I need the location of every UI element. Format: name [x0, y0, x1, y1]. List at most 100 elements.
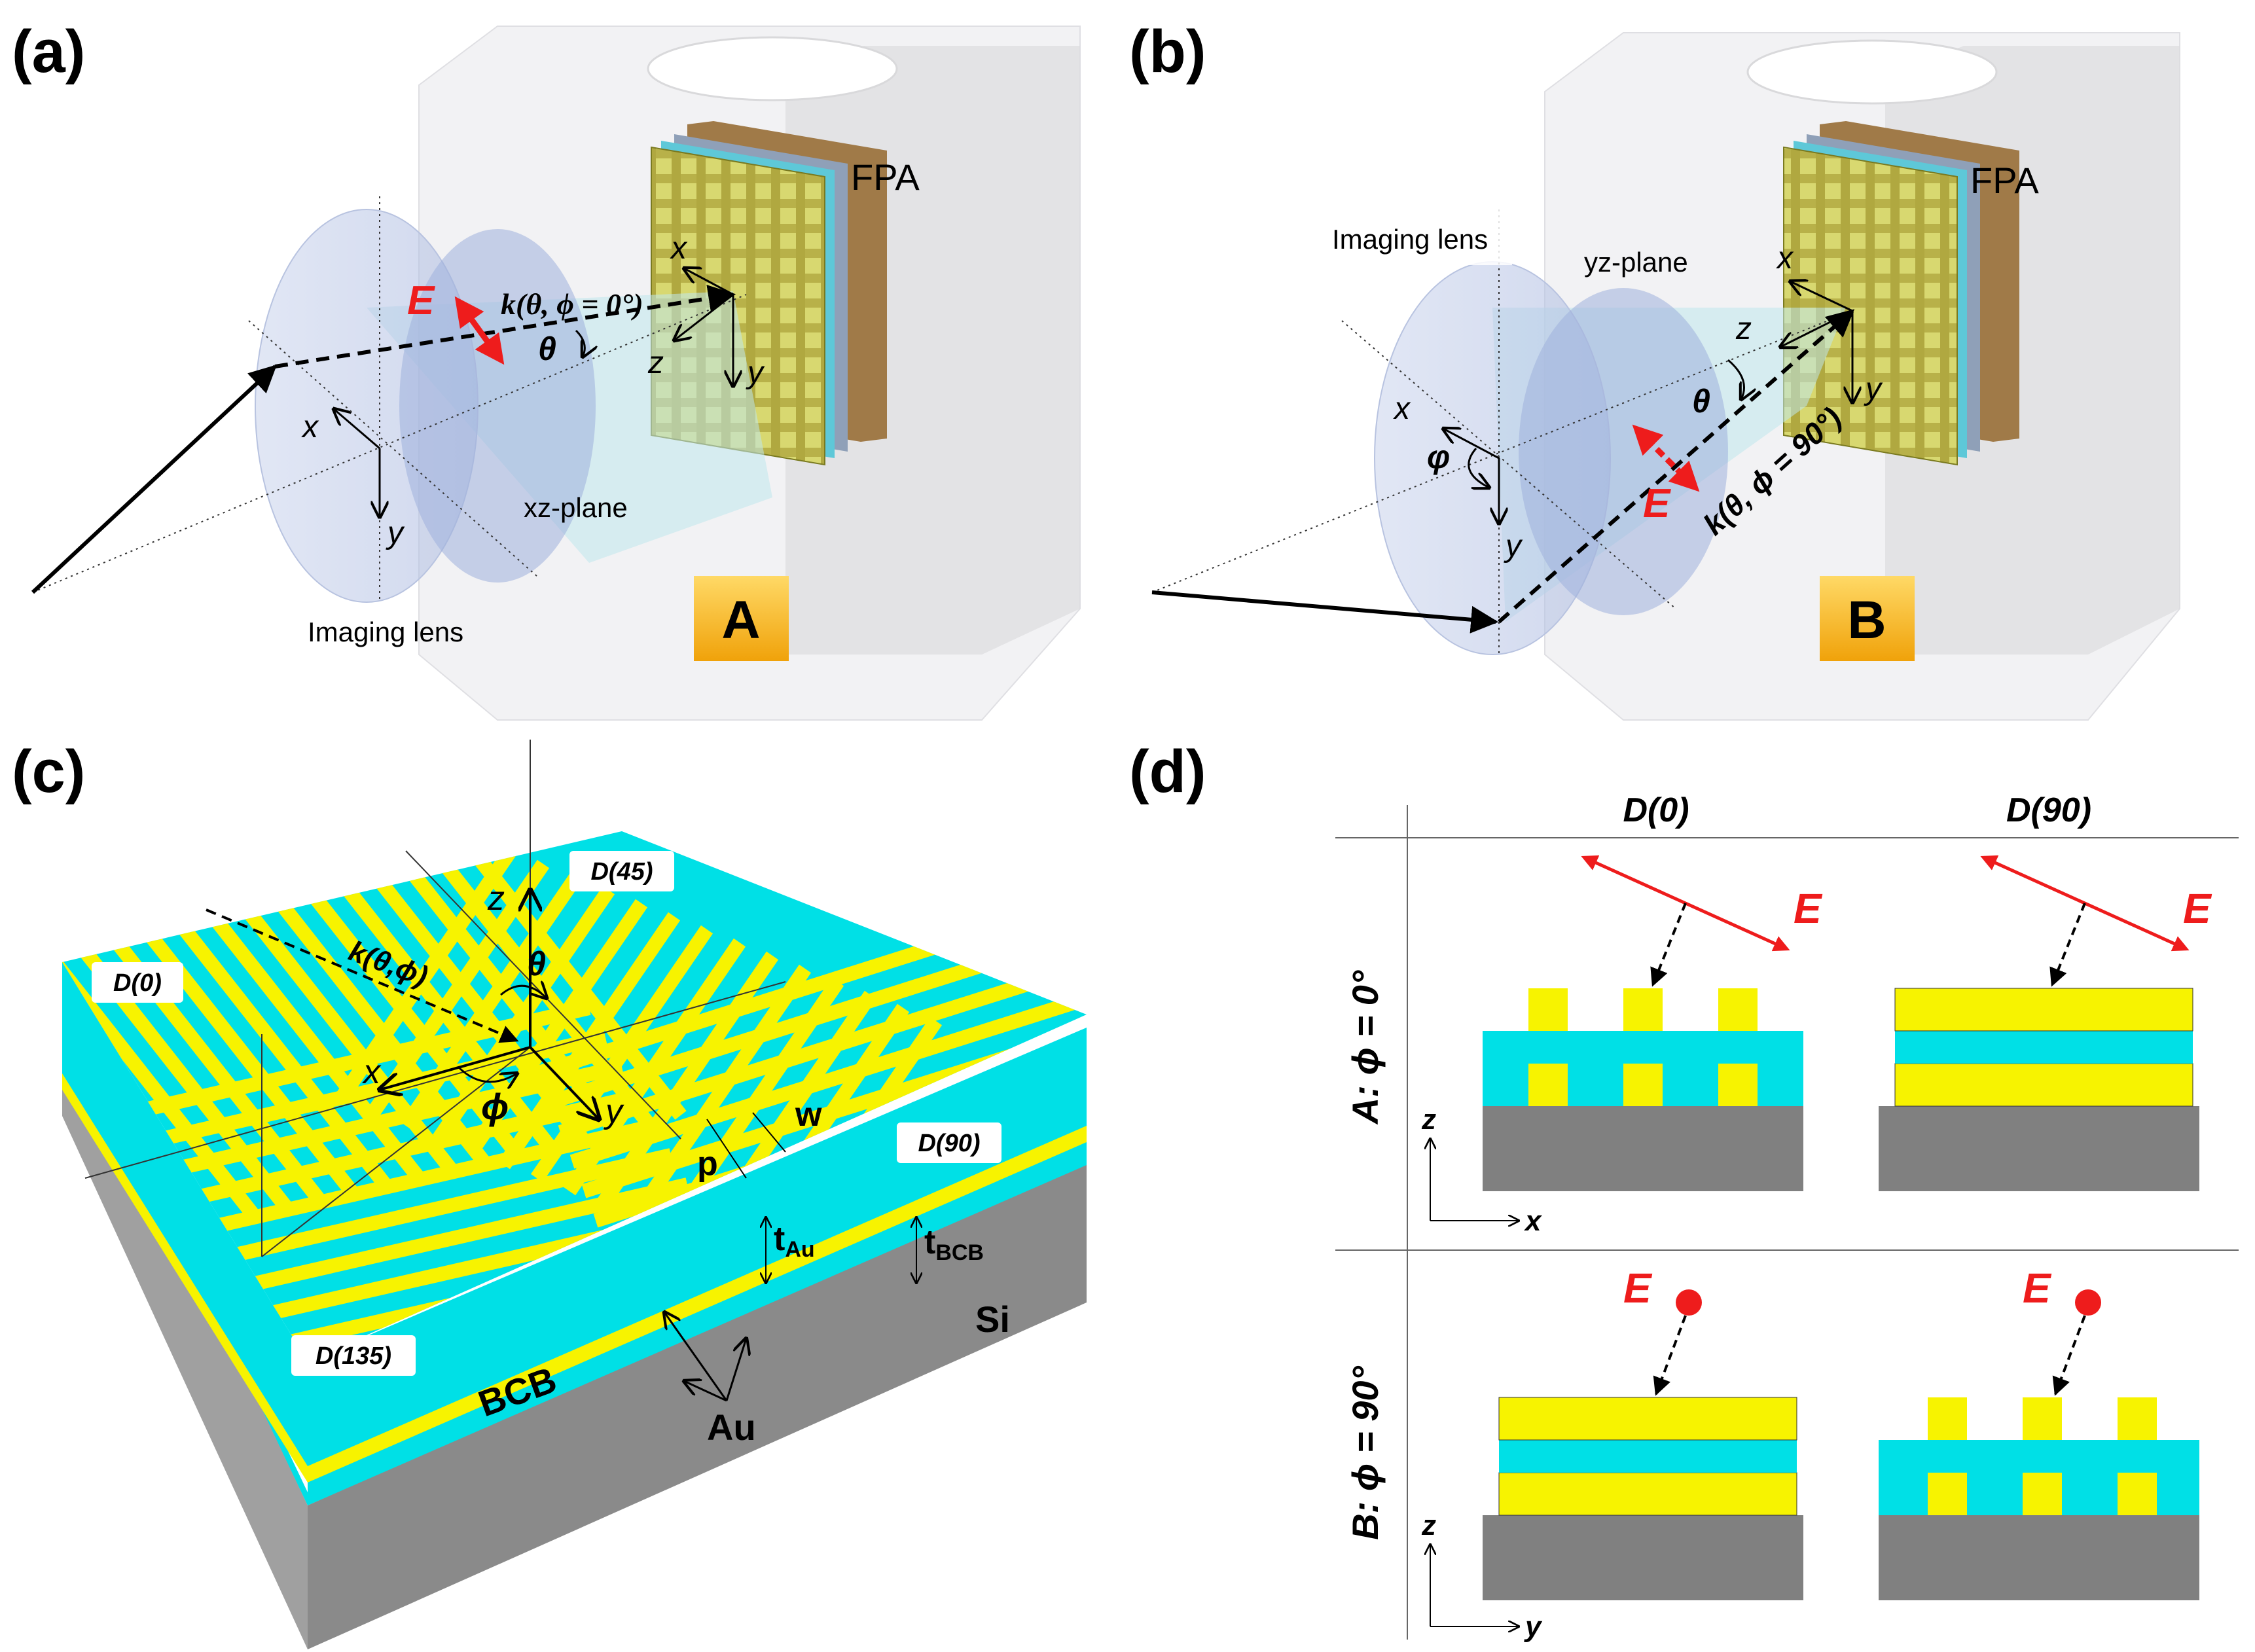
e-label-b-d90: E: [2023, 1265, 2052, 1312]
cross-section-b-d90: [1879, 1397, 2199, 1600]
au-bottom-layer-front: [62, 1073, 308, 1482]
grating-stripe-d45: [367, 859, 550, 1117]
lens-label-a: Imaging lens: [308, 617, 463, 647]
badge-a: A: [694, 576, 789, 661]
lens-axis-y-b: y: [1504, 529, 1523, 564]
e-field-b-d90: E: [2023, 1265, 2101, 1396]
grating-stripe-d0: [164, 907, 392, 1191]
axes-row-a: z x: [1421, 1104, 1542, 1237]
e-label-a-d90: E: [2183, 885, 2212, 932]
e-label-b: E: [1643, 481, 1671, 526]
p-label: p: [697, 1145, 718, 1183]
theta-label-b: θ: [1692, 383, 1710, 420]
phi-arc-b: [1468, 448, 1489, 488]
tbcb-label: tBCB: [924, 1223, 984, 1265]
cross-section-b-d0: [1483, 1397, 1803, 1600]
phi-arc-c: [457, 1066, 517, 1082]
lens-axes-a: x y: [301, 409, 405, 550]
k-vector-c: [206, 908, 519, 1043]
badge-b: B: [1820, 576, 1915, 661]
panel-a-letter: (a): [12, 18, 85, 85]
phi-label-b: φ: [1427, 439, 1450, 475]
grating-stripe-d135: [194, 1119, 657, 1238]
lens-axis-y-a: y: [386, 516, 405, 550]
axis-x-c: x: [361, 1053, 382, 1091]
grating-stripe-d0: [393, 852, 621, 1136]
w-label: w: [795, 1096, 822, 1134]
grating-stripe-d135: [162, 1060, 624, 1179]
fpa-axis-x-a: x: [670, 231, 688, 266]
row-label-a: A: ϕ = 0°: [1344, 970, 1386, 1125]
row-label-b: B: ϕ = 90°: [1344, 1366, 1386, 1540]
panel-c-letter: (c): [12, 738, 85, 805]
panel-c: (c): [12, 738, 1087, 1649]
axis-x-row-a: x: [1524, 1205, 1542, 1237]
theta-label-a: θ: [538, 331, 556, 367]
lens-axis-x-a: x: [301, 410, 319, 444]
si-right-face: [308, 1158, 1087, 1649]
fpa-axes-b: x z y: [1735, 241, 1883, 406]
axis-y-row-b: y: [1524, 1611, 1543, 1643]
grating-stripe-d45: [399, 872, 583, 1130]
col-header-d0: D(0): [1623, 791, 1689, 829]
region-d0-label: D(0): [113, 969, 162, 997]
region-d135-label: D(135): [316, 1342, 391, 1370]
e-field-a-d90: E: [1980, 855, 2212, 987]
panel-b: (b) FPA E k(θ, ϕ = 90°) θ: [1129, 18, 2180, 721]
panel-d-letter: (d): [1129, 738, 1206, 805]
material-si: Si: [975, 1299, 1010, 1340]
grating-stripe-d0: [197, 899, 425, 1183]
fpa-b: FPA: [1783, 121, 2039, 466]
col-header-d90: D(90): [2006, 791, 2091, 829]
lens-label-bg-b: [1316, 209, 1512, 265]
e-field-b-d0: E: [1623, 1265, 1702, 1396]
region-d90: D(90): [897, 1122, 1001, 1163]
cross-section-a-d0: [1483, 988, 1803, 1191]
axis-z-row-a: z: [1421, 1104, 1436, 1136]
grating-stripe-d45: [465, 899, 648, 1157]
e-label-a-d0: E: [1794, 885, 1823, 932]
material-au: Au: [707, 1407, 756, 1448]
phi-label-c: ϕ: [481, 1086, 509, 1127]
badge-b-label: B: [1847, 590, 1886, 650]
fpa-label-a: FPA: [851, 156, 920, 198]
fpa-axis-y-b: y: [1864, 372, 1883, 406]
theta-arc-b: [1727, 359, 1744, 399]
grating-stripe-d90: [558, 955, 1087, 1140]
fpa-axis-y-a: y: [746, 355, 765, 390]
e-label-a: E: [407, 278, 435, 323]
au-callout: Au: [664, 1312, 756, 1448]
region-d90-label: D(90): [918, 1130, 980, 1157]
e-field-a-d0: E: [1581, 855, 1823, 987]
region-labels-c: D(0) D(45) D(90) D(135): [92, 851, 1001, 1376]
grating-stripe-d45: [628, 964, 812, 1222]
panel-b-letter: (b): [1129, 18, 1206, 85]
panel-a: (a) FPA E k(θ, ϕ = 0°) θ: [12, 18, 1081, 721]
plane-label-b: yz-plane: [1584, 247, 1688, 278]
tau-label: tAu: [774, 1220, 815, 1262]
bcb-front-layer: [62, 962, 308, 1479]
grating-stripe-d135: [178, 1089, 640, 1208]
optical-axis-b: [1151, 310, 1853, 593]
plane-label-a: xz-plane: [524, 492, 628, 523]
incident-ray-b: [1151, 590, 1499, 634]
badge-a-label: A: [721, 590, 760, 650]
au-bottom-layer-right: [308, 1126, 1087, 1482]
theta-arc-c: [500, 986, 547, 998]
k-label-a: k(θ, ϕ = 0°): [501, 287, 643, 321]
lens-label-b: Imaging lens: [1332, 224, 1488, 255]
region-d45-label: D(45): [590, 858, 653, 886]
theta-label-c: θ: [527, 945, 546, 983]
fpa-axis-x-b: x: [1776, 241, 1794, 276]
e-field-arrow-a: [454, 296, 505, 365]
axis-z-row-b: z: [1421, 1509, 1436, 1541]
grating-stripe-d135: [211, 1148, 673, 1267]
region-d45: D(45): [569, 851, 674, 891]
grating-stripe-d90: [569, 984, 1087, 1169]
e-label-b-d0: E: [1623, 1265, 1653, 1312]
grating-stripe-d135: [129, 1001, 591, 1120]
theta-arc-a: [575, 329, 585, 357]
dimension-annotations: p w tAu tBCB: [697, 1096, 984, 1283]
axis-z-c: z: [487, 880, 505, 918]
